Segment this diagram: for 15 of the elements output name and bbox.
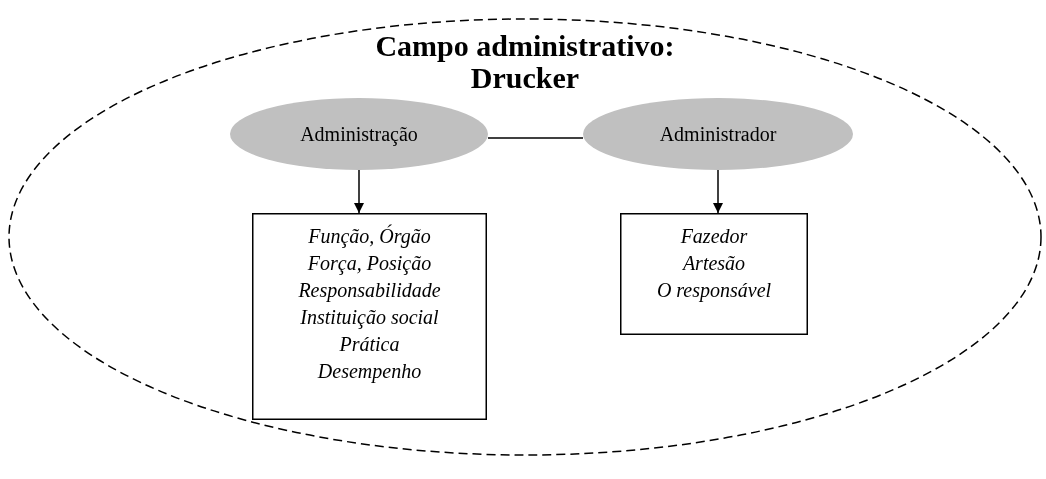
list-item: Desempenho	[316, 359, 423, 385]
list-item: Prática	[338, 332, 401, 357]
node-heading: Campo administrativo: Drucker	[374, 30, 676, 94]
node-label: Administrador	[658, 122, 778, 146]
arrow	[713, 169, 723, 214]
list-item: Instituição social	[299, 305, 440, 331]
list-item: Fazedor	[679, 224, 749, 249]
list-item: Força, Posição	[306, 251, 433, 277]
list-item: Responsabilidade	[297, 278, 442, 304]
arrow	[354, 169, 364, 214]
list-item: Função, Órgão	[307, 223, 432, 250]
list-item: Artesão	[681, 251, 747, 276]
connector-line	[487, 137, 584, 139]
list-item: O responsável	[655, 278, 773, 304]
node-label: Administração	[299, 122, 419, 146]
